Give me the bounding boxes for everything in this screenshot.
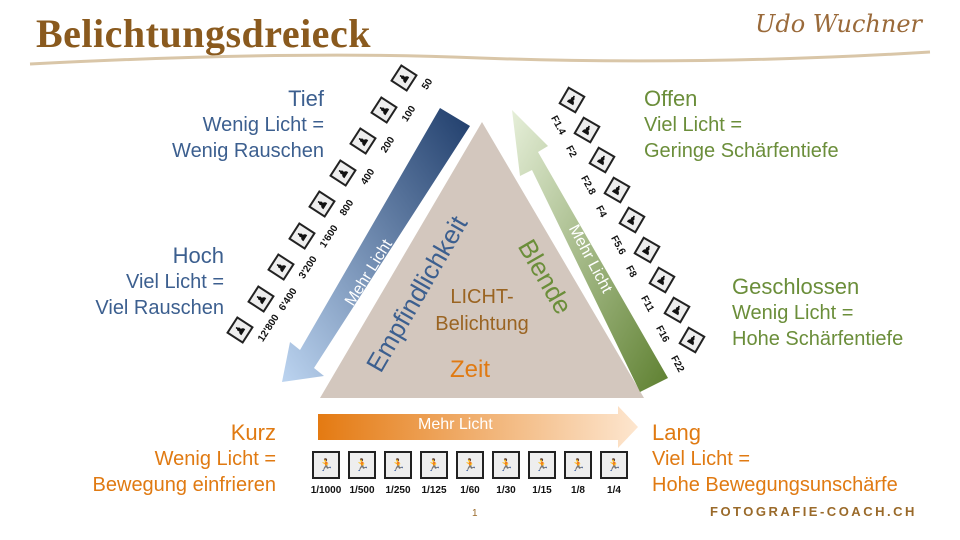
aperture-open-heading: Offen [644,86,698,111]
shutter-arrow [318,406,638,448]
aperture-closed-line2: Hohe Schärfentiefe [732,328,904,350]
shutter-example-icon: 🏃 [348,451,376,479]
center-label: LICHT- Belichtung [422,284,542,338]
shutter-value-label: 1/500 [349,485,375,496]
shutter-example-icon: 🏃 [384,451,412,479]
iso-high-line1: Viel Licht = [125,271,224,293]
shutter-value-label: 1/125 [421,485,447,496]
shutter-value-label: 1/30 [496,485,516,496]
iso-high-text: Hoch Viel Licht = Viel Rauschen [95,243,224,321]
center-line-1: LICHT- [450,286,514,308]
side-label-zeit: Zeit [450,356,491,383]
iso-arrow [282,108,470,382]
iso-low-heading: Tief [288,86,324,111]
page-title: Belichtungsdreieck [36,11,371,56]
page-number: 1 [472,508,478,519]
shutter-value-label: 1/4 [607,485,621,496]
aperture-closed-line1: Wenig Licht = [732,302,854,324]
shutter-short-line1: Wenig Licht = [154,448,276,470]
signature-logo: Udo Wuchner [755,10,922,38]
shutter-value-label: 1/250 [385,485,411,496]
iso-low-text: Tief Wenig Licht = Wenig Rauschen [172,86,324,164]
aperture-closed-text: Geschlossen Wenig Licht = Hohe Schärfent… [732,274,903,352]
shutter-example-icon: 🏃 [564,451,592,479]
iso-high-heading: Hoch [172,243,224,268]
shutter-example-icon: 🏃 [420,451,448,479]
shutter-example-icon: 🏃 [456,451,484,479]
shutter-example-icon: 🏃 [600,451,628,479]
shutter-arrow-label: Mehr Licht [418,416,493,433]
shutter-value-label: 1/60 [460,485,480,496]
shutter-long-text: Lang Viel Licht = Hohe Bewegungsunschärf… [652,420,898,498]
aperture-open-line2: Geringe Schärfentiefe [644,140,839,162]
shutter-long-heading: Lang [652,420,701,445]
footer-brand: FOTOGRAFIE-COACH.CH [710,504,917,519]
shutter-example-icon: 🏃 [492,451,520,479]
aperture-open-text: Offen Viel Licht = Geringe Schärfentiefe [644,86,839,164]
aperture-closed-heading: Geschlossen [732,274,860,299]
shutter-example-icon: 🏃 [528,451,556,479]
shutter-value-label: 1/8 [571,485,585,496]
shutter-short-heading: Kurz [230,420,276,445]
center-line-2: Belichtung [435,313,529,335]
shutter-short-line2: Bewegung einfrieren [92,474,276,496]
exposure-triangle [320,122,644,398]
shutter-long-line2: Hohe Bewegungsunschärfe [652,474,898,496]
aperture-open-line1: Viel Licht = [644,114,743,136]
title-underline [29,50,931,66]
shutter-example-icon: 🏃 [312,451,340,479]
shutter-value-label: 1/1000 [310,485,342,496]
shutter-long-line1: Viel Licht = [652,448,751,470]
iso-low-line2: Wenig Rauschen [172,140,324,162]
shutter-value-label: 1/15 [532,485,552,496]
shutter-short-text: Kurz Wenig Licht = Bewegung einfrieren [93,420,276,498]
iso-high-line2: Viel Rauschen [95,297,224,319]
iso-low-line1: Wenig Licht = [202,114,324,136]
aperture-arrow [512,110,668,392]
